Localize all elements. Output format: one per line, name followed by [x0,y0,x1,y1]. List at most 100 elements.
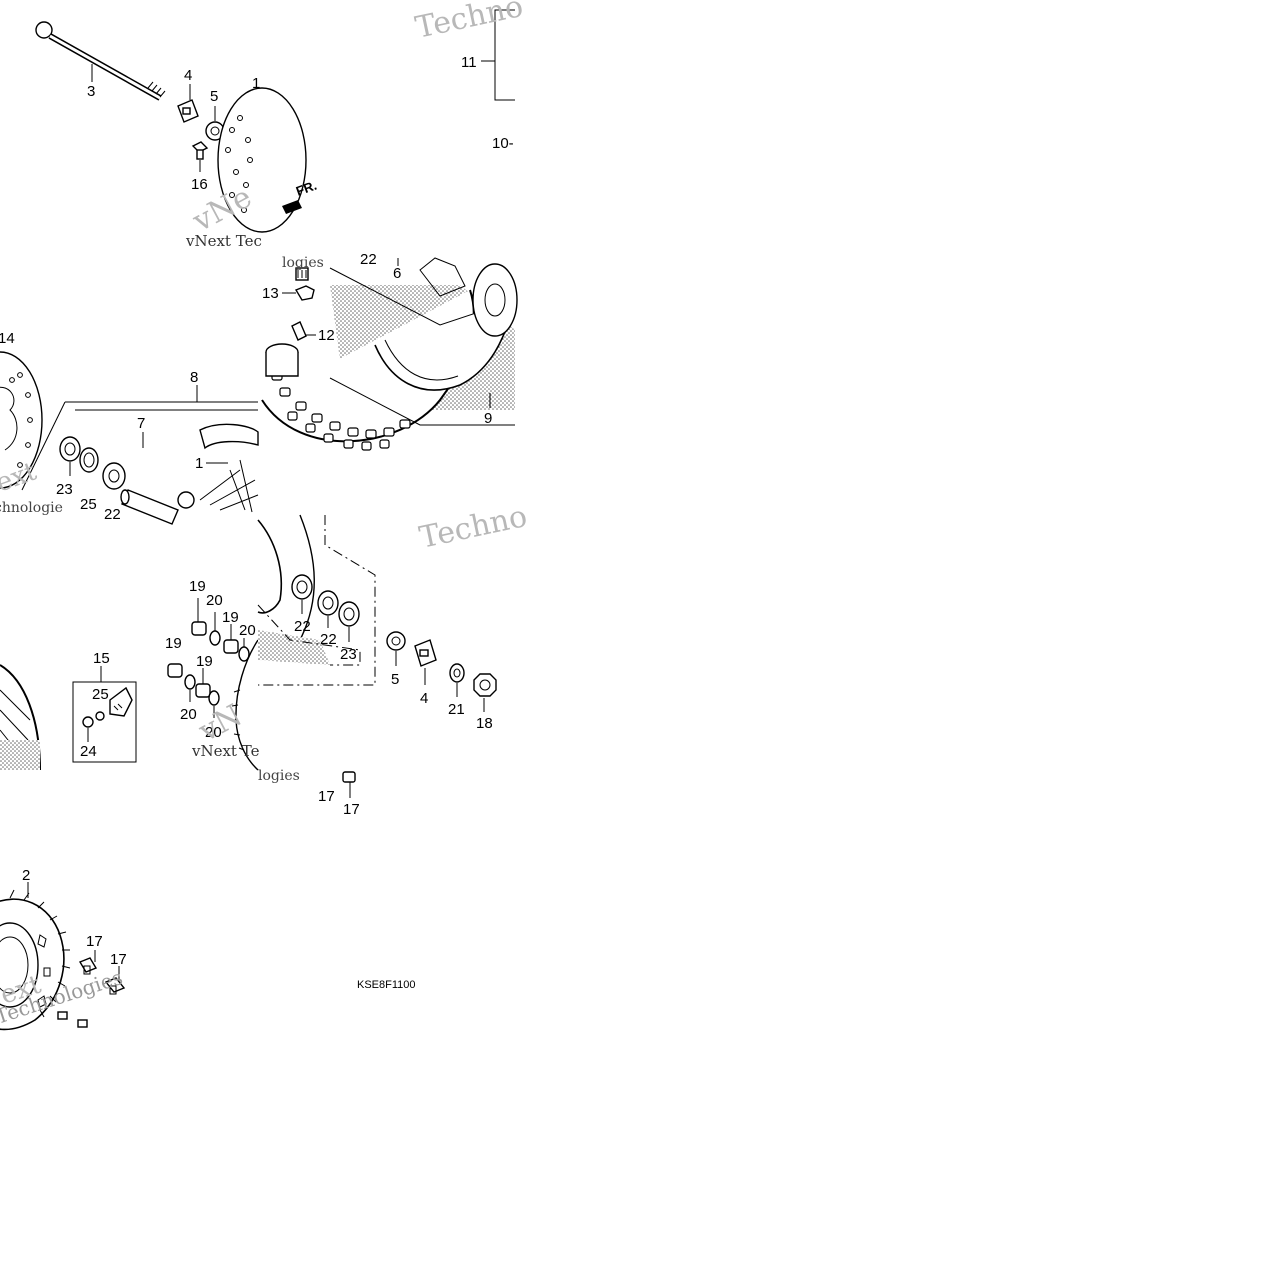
svg-text:logies: logies [282,255,324,271]
screw-part[interactable] [95,711,105,721]
valve-cap-part[interactable] [295,267,309,281]
part-label: 14 [0,330,15,347]
part-label: 17 [86,933,103,950]
bolt-part[interactable] [191,141,209,160]
dust-seal-part[interactable] [338,601,360,627]
collar-part[interactable] [386,631,406,651]
nut-part[interactable] [195,683,211,698]
part-label: 18 [476,715,493,732]
wheel-rim-part[interactable] [0,664,41,771]
part-label: 5 [391,671,399,688]
part-label: 19 [165,635,182,652]
svg-text:logies: logies [258,768,300,784]
part-label: 7 [137,415,145,432]
part-label: 19 [222,609,239,626]
part-label: 17 [110,951,127,968]
part-label: 20 [239,622,256,639]
svg-text:chnologie: chnologie [0,500,63,516]
part-label: 6 [393,265,401,282]
bolt-part[interactable] [78,957,98,975]
tile-hub-right: 22 22 23 5 4 21 [257,499,530,732]
tube-valve-part[interactable] [265,321,307,377]
hub-part[interactable] [419,257,518,337]
part-label: 13 [262,285,279,302]
adjuster-plate-part[interactable] [414,639,437,667]
part-label: 21 [448,701,465,718]
nut-part[interactable] [82,716,94,728]
part-label: 22 [104,506,121,523]
sprocket-part[interactable] [0,889,71,1031]
part-label: 5 [210,88,218,105]
part-label: 4 [420,690,428,707]
bearing-part[interactable] [291,574,313,600]
tile-sprocket: 2 17 17 Technologies ext [0,867,127,1031]
bracket-11 [481,9,515,101]
part-label: 4 [184,67,192,84]
tile-hub: 14 8 7 23 25 22 [0,330,259,525]
bearing-part[interactable] [317,590,339,616]
part-label: 22 [320,631,337,648]
bolt-part[interactable] [342,771,356,783]
axle-nut-part[interactable] [473,673,497,697]
watermark: Techno [416,499,530,556]
part-label: 17 [343,801,360,818]
drawing-code: KSE8F1100 [357,979,416,991]
part-label: 22 [294,618,311,635]
adjuster-plate-part[interactable] [177,99,199,123]
part-label: 16 [191,176,208,193]
part-label: 25 [80,496,97,513]
part-label: 12 [318,327,335,344]
part-label: 20 [205,724,222,741]
part-label: 17 [318,788,335,805]
part-label: 19 [189,578,206,595]
part-label: 23 [56,481,73,498]
tile-axle: 3 4 5 16 1 [35,0,526,250]
part-label: 24 [80,743,97,760]
tile-hardware: 15 25 24 19 20 19 20 19 19 20 [0,578,260,771]
valve-nut-part[interactable] [294,285,315,301]
nut-part[interactable] [223,639,239,654]
brake-disc-part[interactable] [0,351,43,489]
chain-guide-part[interactable] [109,686,133,717]
distance-collar-part[interactable] [120,489,179,525]
part-label: 10- [492,135,514,152]
tile-tire: 13 12 9 22 6 logies [261,251,518,451]
svg-text:1: 1 [252,75,260,92]
axle-part[interactable] [35,21,166,101]
washer-part[interactable] [184,674,196,690]
front-arrow-icon: FR. [270,178,319,217]
part-label: 20 [206,592,223,609]
wheel-rim-part[interactable] [177,423,259,513]
bearing-part[interactable] [102,462,126,490]
circlip-part[interactable] [79,447,99,473]
part-label: 9 [484,410,492,427]
washer-part[interactable] [208,690,220,706]
part-label: 19 [196,653,213,670]
watermark: vNext Tec [185,232,262,250]
brake-disc-part[interactable] [217,87,307,233]
bolt-part[interactable] [57,1011,88,1028]
front-arrow-label: FR. [294,178,319,199]
part-label: 2 [22,867,30,884]
part-label: 20 [180,706,197,723]
nut-part[interactable] [167,663,183,678]
part-label: 22 [360,251,377,268]
part-label: 25 [92,686,109,703]
washer-part[interactable] [449,663,465,683]
tire-part[interactable] [261,289,475,451]
part-label: 23 [340,646,357,663]
part-label: 1 [195,455,203,472]
bolt-part[interactable] [104,977,126,995]
watermark: Techno [412,0,526,46]
washer-part[interactable] [209,630,221,646]
part-label: 8 [190,369,198,386]
bearing-part[interactable] [59,436,81,462]
tile-bolts: 17 17 logies [258,768,360,818]
svg-text:vNext Te: vNext Te [191,742,260,760]
sprocket-part[interactable] [231,639,259,771]
nut-part[interactable] [191,621,207,636]
part-label: 3 [87,83,95,100]
part-label: 11 [461,54,477,71]
part-label: 15 [93,650,110,667]
